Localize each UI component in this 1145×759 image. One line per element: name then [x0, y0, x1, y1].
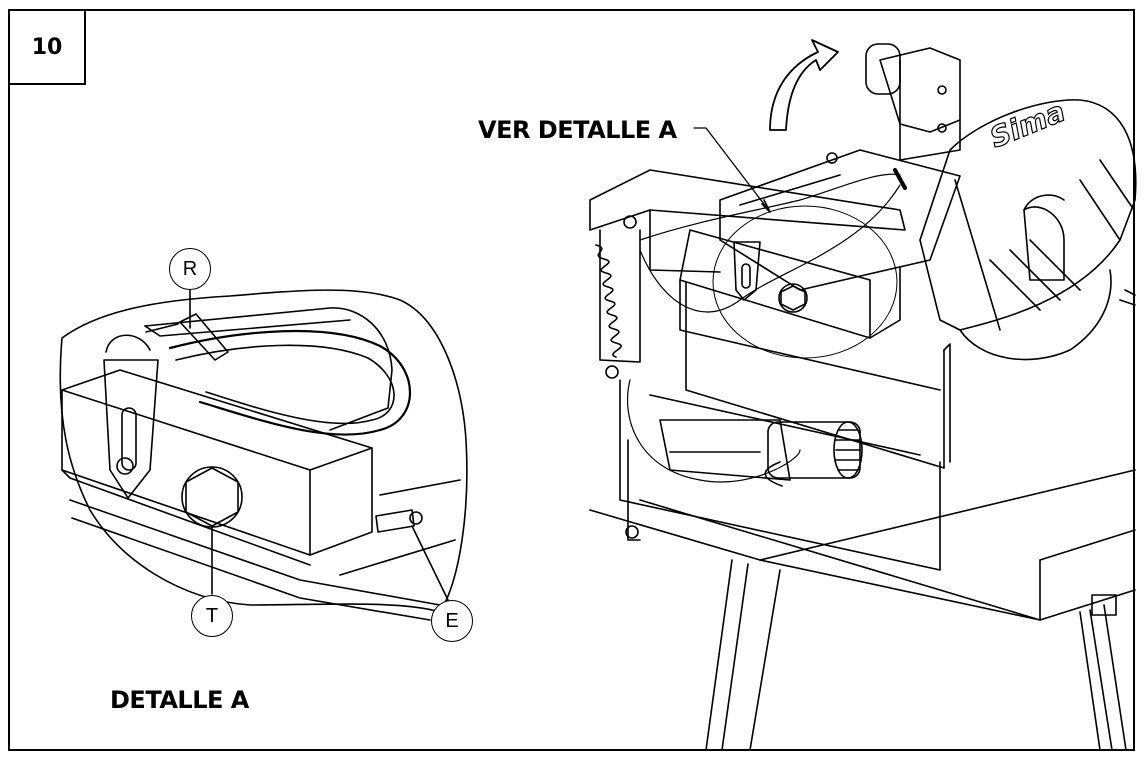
- svg-text:Sima: Sima: [985, 95, 1070, 155]
- tile-saw-view: [589, 39, 1137, 751]
- callout-e: E: [431, 600, 473, 642]
- figure-number: 10: [8, 9, 86, 85]
- callout-t: T: [191, 595, 233, 637]
- sima-logo: Sima: [985, 94, 1071, 155]
- callout-r: R: [169, 248, 211, 290]
- detail-a-view: [59, 289, 468, 621]
- detail-title: DETALLE A: [110, 686, 249, 714]
- see-detail-label: VER DETALLE A: [478, 116, 677, 144]
